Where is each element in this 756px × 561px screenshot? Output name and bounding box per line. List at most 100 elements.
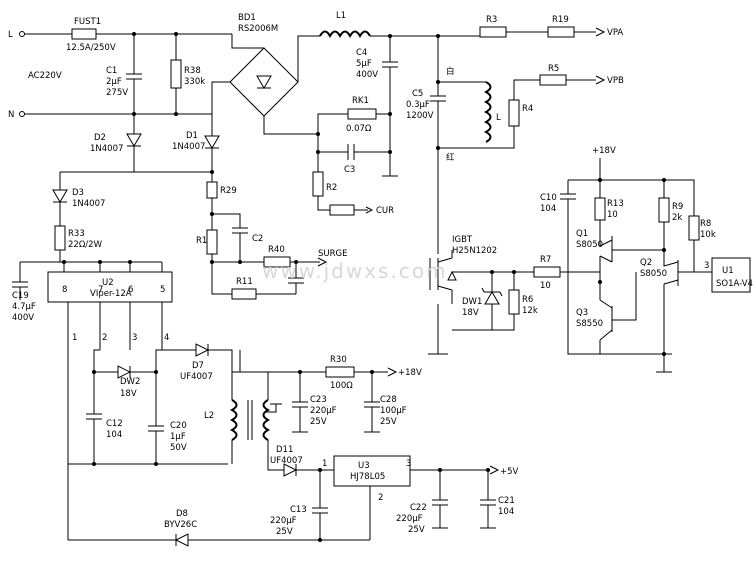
plus5v-regulator: D11 UF4007 U3 HJ78L05 1 3 2 +5V C13 220μ… — [270, 445, 519, 540]
ic-u2: 8 7 6 5 U2 VIper-12A 1 2 3 4 — [47, 262, 173, 540]
watermark: www.jdwxs.com — [262, 259, 448, 283]
svg-text:D3: D3 — [72, 188, 84, 198]
svg-text:25V: 25V — [310, 417, 327, 427]
svg-text:25V: 25V — [276, 527, 293, 537]
svg-text:10k: 10k — [700, 230, 716, 240]
diode-d8: D8 BYV26C — [68, 509, 370, 547]
svg-text:3: 3 — [406, 459, 411, 469]
svg-text:C10: C10 — [540, 193, 557, 203]
svg-text:104: 104 — [540, 204, 556, 214]
svg-text:U1: U1 — [722, 266, 734, 276]
svg-text:5: 5 — [160, 285, 165, 295]
svg-text:12k: 12k — [522, 306, 538, 316]
svg-text:220μF: 220μF — [396, 514, 423, 524]
svg-text:U2: U2 — [102, 278, 114, 288]
terminal-l-dot — [19, 31, 25, 37]
svg-text:100Ω: 100Ω — [330, 381, 353, 391]
svg-text:0.3μF: 0.3μF — [406, 100, 430, 110]
svg-text:RK1: RK1 — [352, 96, 369, 106]
svg-text:D11: D11 — [276, 445, 293, 455]
svg-text:1: 1 — [322, 459, 327, 469]
igbt: IGBT H25N1202 — [428, 148, 497, 355]
terminal-n: N — [8, 110, 14, 120]
svg-text:R9: R9 — [672, 202, 683, 212]
svg-text:R13: R13 — [607, 199, 624, 209]
svg-text:BYV26C: BYV26C — [164, 520, 197, 530]
svg-text:Q3: Q3 — [576, 308, 588, 318]
svg-text:2μF: 2μF — [106, 77, 122, 87]
plus18v-output: R30 100Ω +18V C23 220μF 25V C28 100μF 25… — [292, 355, 422, 433]
output-cur: CUR — [376, 206, 394, 216]
svg-text:L1: L1 — [336, 11, 346, 21]
svg-text:1N4007: 1N4007 — [90, 144, 123, 154]
svg-text:4: 4 — [164, 333, 169, 343]
fuse-value: 12.5A/250V — [66, 43, 116, 53]
svg-text:220μF: 220μF — [310, 406, 337, 416]
svg-text:22Ω/2W: 22Ω/2W — [68, 240, 103, 250]
svg-text:10: 10 — [540, 281, 551, 291]
output-5v: +5V — [500, 467, 519, 477]
svg-text:S8050: S8050 — [576, 240, 603, 250]
svg-text:2: 2 — [102, 333, 107, 343]
svg-text:R40: R40 — [268, 245, 285, 255]
svg-text:5μF: 5μF — [356, 59, 372, 69]
output-vpb-chain: R4 R5 VPB — [486, 64, 624, 149]
svg-text:UF4007: UF4007 — [180, 372, 213, 382]
output-vpb: VPB — [607, 76, 624, 86]
svg-text:D7: D7 — [192, 361, 204, 371]
capacitor-c1: C1 2μF 275V — [106, 34, 142, 114]
svg-text:C23: C23 — [310, 395, 327, 405]
svg-text:S8050: S8050 — [640, 269, 667, 279]
svg-text:R2: R2 — [326, 183, 337, 193]
junction-dots — [62, 32, 666, 542]
terminal-l: L — [8, 30, 13, 40]
u1-box — [711, 257, 751, 293]
svg-text:R38: R38 — [184, 66, 201, 76]
driver-stage: +18V R13 10 R9 2k R8 10k C10 104 Q1 S805… — [540, 146, 753, 373]
svg-text:白: 白 — [446, 66, 455, 77]
svg-text:H25N1202: H25N1202 — [452, 246, 497, 256]
fuse-fust1: FUST1 12.5A/250V — [66, 17, 116, 53]
mains-label: AC220V — [28, 71, 62, 81]
shunt-rk1: RK1 0.07Ω — [317, 96, 390, 134]
capacitor-c3: C3 — [317, 134, 390, 175]
svg-text:6: 6 — [128, 285, 133, 295]
resonant-tank: C5 0.3μF 1200V 白 红 L — [406, 36, 501, 163]
svg-text:10: 10 — [607, 210, 618, 220]
svg-text:DW2: DW2 — [120, 377, 140, 387]
svg-text:C22: C22 — [410, 503, 427, 513]
svg-text:DW1: DW1 — [462, 297, 482, 307]
svg-text:C19: C19 — [12, 291, 29, 301]
svg-text:VIper-12A: VIper-12A — [90, 289, 132, 299]
svg-text:104: 104 — [498, 507, 514, 517]
svg-text:C2: C2 — [252, 234, 263, 244]
svg-text:400V: 400V — [12, 313, 34, 323]
svg-text:S8550: S8550 — [576, 319, 603, 329]
svg-text:R30: R30 — [330, 355, 347, 365]
svg-text:1N4007: 1N4007 — [72, 199, 105, 209]
bridge-bd1: BD1 RS2006M — [211, 13, 320, 135]
resistor-r38: R38 330k — [170, 34, 205, 114]
svg-text:R29: R29 — [220, 186, 237, 196]
mains-input: L N AC220V — [8, 30, 232, 120]
svg-text:C12: C12 — [106, 419, 123, 429]
svg-text:U3: U3 — [358, 461, 370, 471]
svg-text:Q1: Q1 — [576, 229, 588, 239]
svg-text:+18V: +18V — [592, 146, 616, 156]
svg-text:4.7μF: 4.7μF — [12, 302, 36, 312]
svg-text:C5: C5 — [412, 89, 423, 99]
svg-text:R11: R11 — [236, 277, 253, 287]
svg-text:IGBT: IGBT — [452, 235, 473, 245]
svg-text:275V: 275V — [106, 88, 128, 98]
svg-text:C1: C1 — [106, 66, 117, 76]
svg-text:25V: 25V — [408, 525, 425, 535]
svg-text:D2: D2 — [94, 133, 106, 143]
svg-text:R19: R19 — [552, 15, 569, 25]
svg-text:R8: R8 — [700, 219, 711, 229]
aux-supply-input: D3 1N4007 R33 22Ω/2W C19 4.7μF 400V — [12, 172, 162, 323]
svg-text:C3: C3 — [344, 165, 355, 175]
svg-text:R33: R33 — [68, 229, 85, 239]
svg-text:1: 1 — [72, 333, 77, 343]
fuse-body — [71, 28, 97, 40]
svg-text:2k: 2k — [672, 213, 682, 223]
